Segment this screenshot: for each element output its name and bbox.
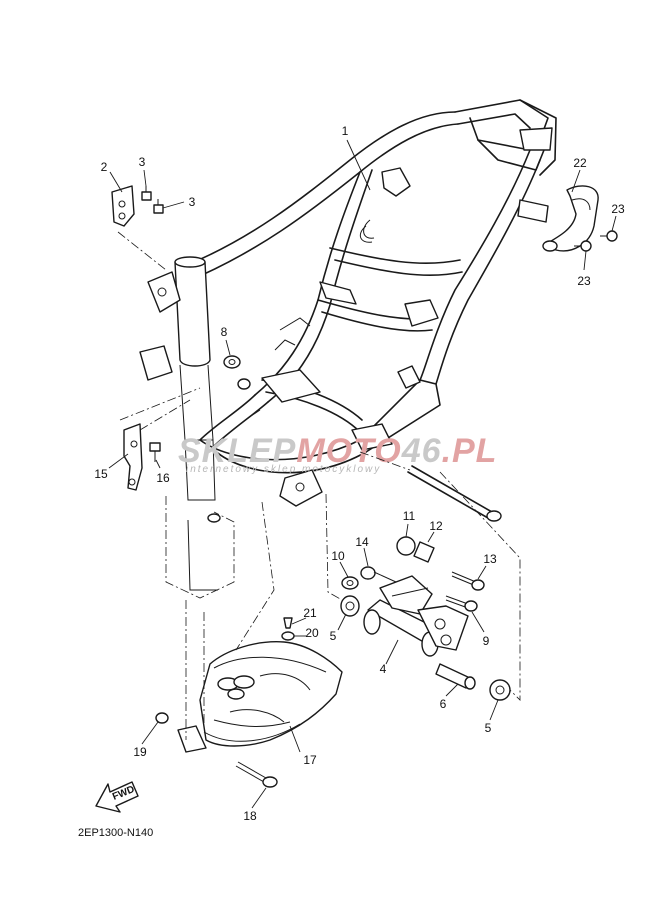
bolt-part-9 — [445, 595, 478, 612]
collar-part-10 — [341, 576, 359, 590]
callout-15: 15 — [94, 467, 108, 481]
callout-16: 16 — [156, 471, 170, 485]
bracket-part-15 — [123, 423, 143, 491]
callout-23-lower: 23 — [577, 274, 591, 288]
bolt-part-3-upper — [141, 186, 152, 201]
screw-part-16 — [149, 442, 161, 462]
callout-20: 20 — [305, 626, 319, 640]
callout-8: 8 — [221, 325, 228, 339]
washer-part-14 — [360, 566, 397, 583]
bushing-part-5-left — [340, 595, 360, 617]
callout-9: 9 — [483, 634, 490, 648]
bushing-part-5-right — [489, 679, 511, 701]
watermark: SKLEPMOTO46.PL internetowy sklep motocyk… — [178, 432, 497, 475]
watermark-part-4: .PL — [442, 432, 498, 470]
callout-5-right: 5 — [485, 721, 492, 735]
reference-lines — [117, 231, 521, 740]
callout-14: 14 — [355, 535, 369, 549]
callout-3-upper: 3 — [139, 155, 146, 169]
nut-part-19 — [155, 712, 169, 724]
long-bolt — [407, 465, 502, 522]
leader-lines — [108, 139, 617, 809]
main-frame — [139, 99, 557, 591]
lower-bracket — [177, 725, 207, 753]
callout-12: 12 — [429, 519, 443, 533]
diagram-code: 2EP1300-N140 — [78, 827, 153, 839]
watermark-part-2: MOTO — [296, 432, 401, 470]
collar-part-8 — [223, 355, 241, 369]
svg-text:SKLEPMOTO46.PL: SKLEPMOTO46.PL — [178, 432, 497, 470]
callout-13: 13 — [483, 552, 497, 566]
callout-19: 19 — [133, 745, 147, 759]
bolt-part-3-lower — [153, 199, 164, 214]
bushing-part-11 — [396, 536, 416, 556]
callout-5-left: 5 — [330, 629, 337, 643]
callout-22: 22 — [573, 156, 587, 170]
callout-3-lower: 3 — [189, 195, 196, 209]
callout-10: 10 — [331, 549, 345, 563]
watermark-part-1: SKLEP — [178, 432, 296, 470]
hose-part-22 — [542, 185, 599, 252]
callout-2: 2 — [101, 160, 108, 174]
callout-4: 4 — [380, 662, 387, 676]
clamp-part-23-upper — [600, 230, 618, 242]
washer-part-20 — [281, 631, 295, 641]
screw-part-21 — [283, 617, 293, 629]
callout-21: 21 — [303, 606, 317, 620]
callouts: 1 2 3 3 4 5 5 6 8 9 10 11 12 13 14 15 16… — [94, 124, 625, 823]
battery-box-part-17 — [199, 641, 343, 747]
bolt-part-13 — [451, 571, 485, 591]
pin-part-12 — [413, 541, 435, 563]
forward-arrow-icon: FWD — [95, 781, 139, 813]
callout-6: 6 — [440, 697, 447, 711]
callout-11: 11 — [403, 509, 416, 523]
bracket-part-2 — [111, 185, 135, 227]
shaft-part-6 — [435, 663, 476, 690]
engine-bracket-part-4 — [363, 575, 469, 657]
callout-17: 17 — [303, 753, 317, 767]
clamp-part-23-lower — [574, 240, 592, 252]
callout-23-upper: 23 — [611, 202, 625, 216]
callout-1: 1 — [342, 124, 349, 138]
bolt-part-18 — [235, 761, 278, 788]
watermark-part-3: 46 — [401, 432, 442, 470]
watermark-tagline: internetowy sklep motocyklowy — [186, 464, 381, 475]
nut-near-part-8 — [237, 378, 251, 390]
callout-18: 18 — [243, 809, 257, 823]
